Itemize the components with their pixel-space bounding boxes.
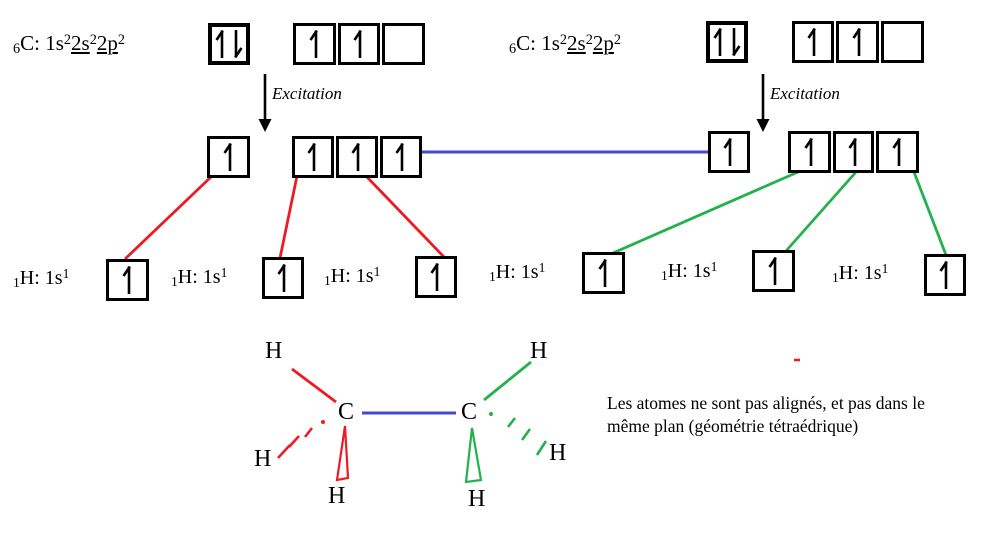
orbital-box-excited-2p3-right bbox=[876, 131, 919, 173]
orbital-box-h2 bbox=[262, 257, 304, 299]
spin-up-arrow-icon bbox=[351, 142, 360, 171]
spin-up-arrow-icon bbox=[307, 142, 316, 171]
molecule-h-top-left: H bbox=[265, 338, 283, 364]
hydrogen-config-label-6: 1H: 1s1 bbox=[832, 261, 889, 285]
spin-up-arrow-icon bbox=[308, 29, 318, 58]
orbital-box-excited-2p2-left bbox=[336, 136, 378, 178]
geometry-caption: Les atomes ne sont pas alignés, et pas d… bbox=[607, 392, 997, 437]
molecule-ch-solid-wedge-red bbox=[335, 425, 350, 482]
spin-up-arrow-icon bbox=[353, 29, 362, 58]
orbital-box-excited-2s-left bbox=[207, 136, 250, 178]
spin-up-arrow-icon bbox=[847, 137, 857, 166]
orbital-box-ground-2p2-right bbox=[836, 21, 879, 63]
orbital-box-ground-2p2-left bbox=[338, 23, 380, 65]
orbital-box-ground-2p1-right bbox=[792, 21, 834, 63]
hydrogen-config-label-5: 1H: 1s1 bbox=[661, 259, 718, 283]
hydrogen-config-label-3: 1H: 1s1 bbox=[324, 264, 381, 288]
atomic-number: 6 bbox=[509, 40, 517, 57]
orbital-box-ground-2p1-left bbox=[293, 23, 336, 65]
molecule-ch-solid-wedge-green bbox=[464, 427, 483, 484]
carbon-config-label-right: 6C: 1s22s22p2 bbox=[509, 31, 622, 57]
spin-up-arrow-icon bbox=[597, 258, 607, 287]
atomic-number: 6 bbox=[13, 40, 21, 57]
orbital-box-h1 bbox=[106, 259, 149, 301]
spin-up-arrow-icon bbox=[713, 27, 722, 56]
orbital-box-ground-1s-left bbox=[208, 23, 250, 65]
orbital-box-excited-2p1-right bbox=[788, 131, 831, 173]
spin-up-arrow-icon bbox=[430, 262, 439, 291]
molecule-ch-hash-wedge-green bbox=[489, 412, 548, 456]
spin-up-arrow-icon bbox=[891, 137, 901, 166]
molecule-h-bottom-left: H bbox=[328, 483, 346, 509]
molecule-ch-solid-green bbox=[483, 360, 532, 402]
spin-up-arrow-icon bbox=[807, 27, 816, 56]
spin-down-arrow-icon bbox=[234, 30, 243, 59]
spin-up-arrow-icon bbox=[723, 137, 732, 166]
bond-2p1-h4 bbox=[612, 170, 799, 255]
spin-up-arrow-icon bbox=[395, 142, 404, 171]
bond-2p2-h3 bbox=[364, 175, 446, 258]
spin-up-arrow-icon bbox=[803, 137, 813, 166]
bond-2s-h1 bbox=[124, 174, 213, 261]
orbital-box-ground-2p3-right bbox=[881, 21, 924, 63]
orbital-box-ground-2p3-left bbox=[382, 23, 425, 65]
orbital-box-excited-2s-right bbox=[708, 131, 750, 173]
excitation-label-left: Excitation bbox=[272, 84, 342, 103]
orbital-box-excited-2p3-left bbox=[380, 136, 422, 178]
molecule-h-back-right: H bbox=[549, 440, 567, 466]
caption-line-1: Les atomes ne sont pas alignés, et pas d… bbox=[607, 393, 925, 413]
spin-up-arrow-icon bbox=[767, 256, 777, 285]
molecule-ch-hash-wedge-red bbox=[277, 420, 325, 459]
orbital-box-h5 bbox=[752, 250, 795, 292]
bond-2p2-h5 bbox=[784, 171, 858, 252]
excitation-label-right: Excitation bbox=[770, 84, 840, 103]
excitation-arrow-left-icon bbox=[258, 74, 272, 132]
molecule-carbon-left: C bbox=[338, 399, 355, 425]
molecule-h-back-left: H bbox=[254, 446, 272, 472]
spin-down-arrow-icon bbox=[732, 28, 741, 57]
hydrogen-config-label-4: 1H: 1s1 bbox=[489, 260, 546, 284]
ch-bond-lines-right-carbon bbox=[612, 170, 948, 256]
orbital-box-excited-2p2-right bbox=[833, 131, 874, 173]
orbital-box-ground-1s-right bbox=[706, 21, 748, 63]
orbital-box-excited-2p1-left bbox=[292, 136, 334, 178]
hydrogen-config-label-2: 1H: 1s1 bbox=[171, 265, 228, 289]
spin-up-arrow-icon bbox=[215, 29, 224, 58]
hydrogen-config-label-1: 1H: 1s1 bbox=[13, 266, 70, 290]
carbon-config-label-left: 6C: 1s22s22p2 bbox=[13, 31, 126, 57]
molecule-carbon-right: C bbox=[461, 399, 478, 425]
bond-2p3-h6 bbox=[912, 171, 948, 256]
bond-2p1-h2 bbox=[278, 175, 299, 259]
spin-up-arrow-icon bbox=[121, 265, 131, 294]
molecule-bonds bbox=[277, 360, 548, 484]
caption-line-2: même plan (géométrie tétraédrique) bbox=[607, 415, 859, 436]
spin-up-arrow-icon bbox=[851, 27, 861, 56]
excitation-arrow-right-icon bbox=[756, 74, 770, 132]
molecule-ch-solid-red bbox=[291, 367, 337, 404]
orbital-box-h3 bbox=[415, 256, 457, 298]
spin-up-arrow-icon bbox=[939, 260, 948, 289]
molecule-h-bottom-right: H bbox=[468, 486, 486, 512]
spin-up-arrow-icon bbox=[222, 142, 232, 171]
orbital-box-h6 bbox=[924, 254, 966, 296]
spin-up-arrow-icon bbox=[277, 263, 286, 292]
orbital-box-h4 bbox=[582, 252, 625, 294]
ch-bond-lines-left-carbon bbox=[124, 174, 446, 261]
molecule-h-top-right: H bbox=[530, 338, 548, 364]
